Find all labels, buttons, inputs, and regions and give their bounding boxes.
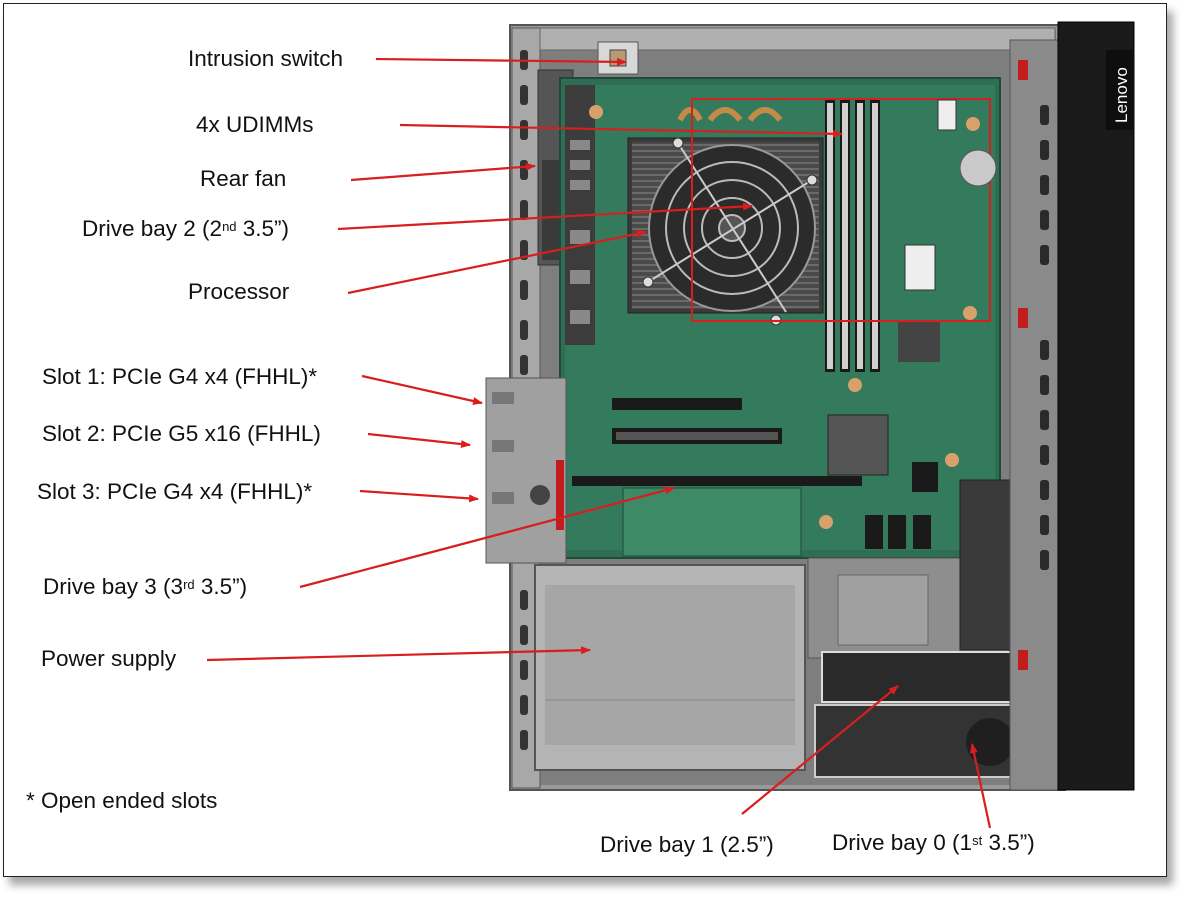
drive-bay-1 — [821, 651, 1023, 703]
dimm-slots — [825, 100, 880, 372]
front-bezel — [1057, 21, 1135, 791]
arrow-drive-bay-1 — [741, 685, 899, 815]
arrow-slot-1 — [361, 374, 483, 405]
brand-logo: Lenovo — [1112, 67, 1131, 123]
arrow-drive-bay-3 — [299, 486, 675, 589]
arrow-slot-2 — [367, 432, 471, 449]
label-processor: Processor — [188, 279, 290, 304]
label-drive-bay-2: Drive bay 2 (2nd 3.5”) — [82, 216, 290, 241]
label-udimms: 4x UDIMMs — [196, 112, 314, 137]
label-intrusion-switch: Intrusion switch — [188, 46, 344, 71]
label-power-supply: Power supply — [41, 646, 177, 671]
label-slot-3: Slot 3: PCIe G4 x4 (FHHL)* — [37, 479, 313, 504]
arrow-power-supply — [206, 646, 591, 662]
label-slot-1: Slot 1: PCIe G4 x4 (FHHL)* — [42, 364, 318, 389]
callout-arrows — [206, 57, 992, 829]
arrow-slot-3 — [359, 489, 479, 503]
label-drive-bay-1: Drive bay 1 (2.5”) — [600, 832, 774, 857]
pcie-brackets — [485, 377, 567, 564]
pcie-slot-3 — [572, 476, 862, 486]
drive-bay-3 — [622, 487, 802, 557]
arrow-drive-bay-0 — [969, 743, 992, 829]
label-drive-bay-3: Drive bay 3 (3rd 3.5”) — [43, 574, 248, 599]
arrow-intrusion-switch — [375, 57, 627, 66]
label-rear-fan: Rear fan — [200, 166, 287, 191]
label-drive-bay-0: Drive bay 0 (1st 3.5”) — [832, 830, 1035, 855]
arrow-rear-fan — [350, 162, 536, 182]
arrow-udimms — [399, 123, 843, 138]
label-slot-2: Slot 2: PCIe G5 x16 (FHHL) — [42, 421, 321, 446]
right-rail — [1009, 39, 1061, 791]
pcie-slot-1 — [612, 398, 742, 410]
arrow-processor — [347, 229, 647, 295]
footnote-open-ended-slots: * Open ended slots — [26, 788, 218, 813]
arrow-drive-bay-2 — [337, 202, 753, 231]
